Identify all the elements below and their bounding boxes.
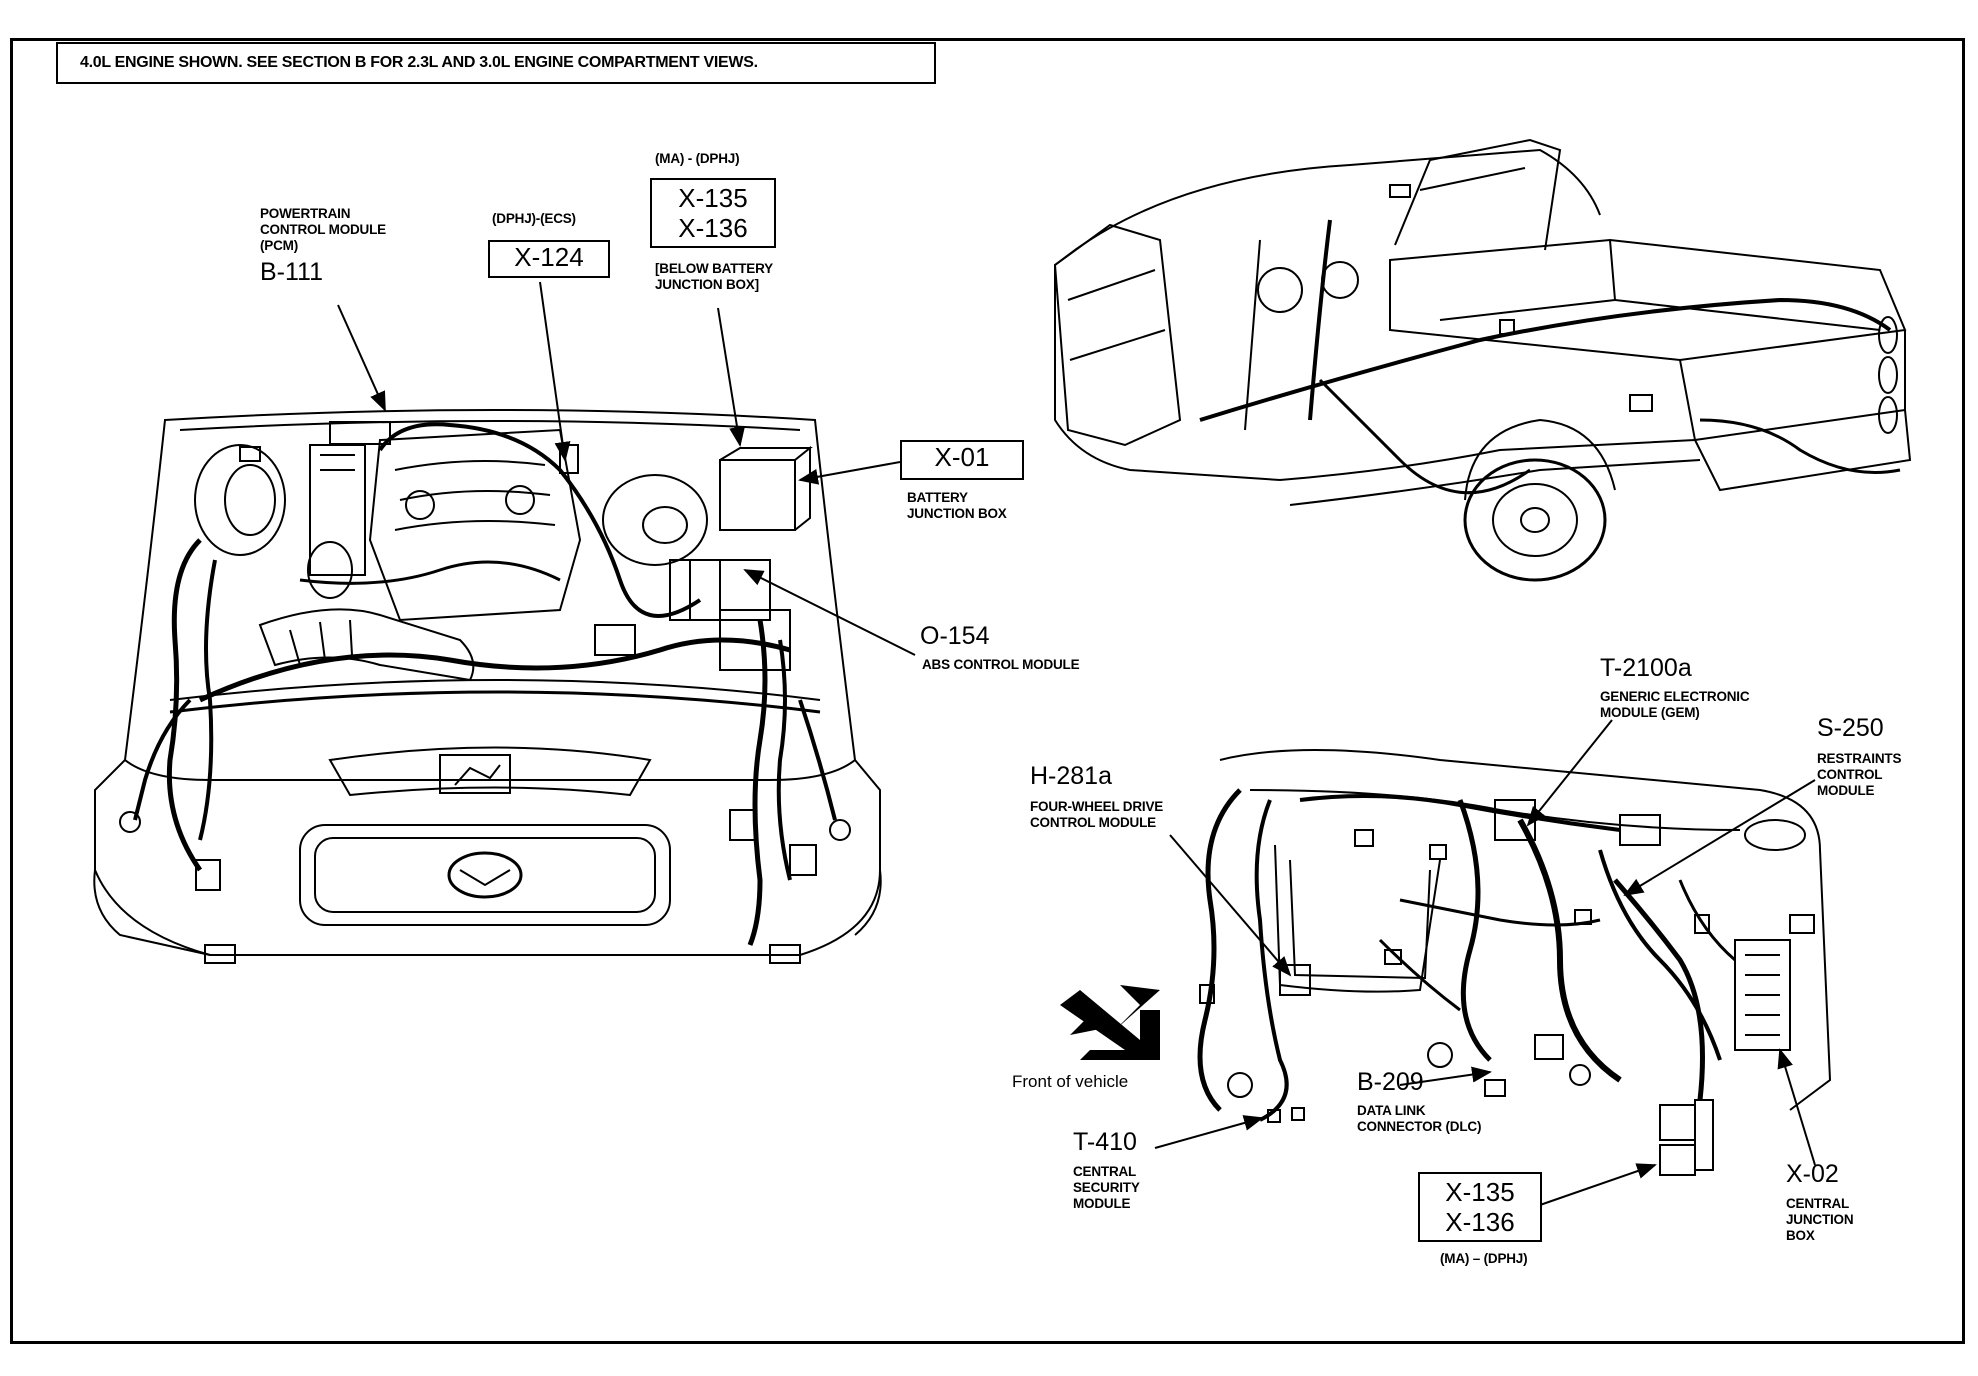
header-note: 4.0L ENGINE SHOWN. SEE SECTION B FOR 2.3… [56,42,936,84]
x135-top-note-line1: [BELOW BATTERY [655,261,773,276]
x01-connector-id: X-01 [934,442,990,472]
front-direction-arrow-head [1060,990,1160,1060]
b209-label-line2: CONNECTOR (DLC) [1357,1119,1482,1134]
front-of-vehicle-label: Front of vehicle [1012,1072,1129,1091]
s250-label-line1: RESTRAINTS [1817,751,1902,766]
x01-label-line1: BATTERY [907,490,968,505]
truck-cutaway-illustration [1053,138,1912,582]
b209-label-line1: DATA LINK [1357,1103,1426,1118]
x136-bottom-connector-id: X-136 [1445,1207,1515,1237]
x02-connector-id: X-02 [1786,1160,1839,1188]
x135-bottom-variant-label: (MA) – (DPHJ) [1440,1251,1528,1266]
x135-bottom-id-box: X-135 X-136 [1418,1172,1542,1242]
o154-label: ABS CONTROL MODULE [922,657,1080,672]
h281a-label-line1: FOUR-WHEEL DRIVE [1030,799,1164,814]
t410-connector-id: T-410 [1073,1128,1137,1156]
engine-compartment-illustration [93,409,882,964]
t2100a-label-line1: GENERIC ELECTRONIC [1600,689,1750,704]
s250-label-line3: MODULE [1817,783,1875,798]
pcm-label-line1: POWERTRAIN [260,206,351,221]
t410-label-line2: SECURITY [1073,1180,1140,1195]
t2100a-connector-id: T-2100a [1600,654,1692,682]
t410-label-line3: MODULE [1073,1196,1131,1211]
x02-label-line1: CENTRAL [1786,1196,1850,1211]
x135-top-id-box: X-135 X-136 [650,178,776,248]
diagram-frame [10,38,1965,1344]
x124-id-box: X-124 [488,240,610,278]
x01-label-line2: JUNCTION BOX [907,506,1007,521]
o154-connector-id: O-154 [920,622,990,650]
x01-id-box: X-01 [900,440,1024,480]
x135-bottom-connector-id: X-135 [1445,1177,1515,1207]
b209-connector-id: B-209 [1357,1068,1424,1096]
pcm-label-line3: (PCM) [260,238,298,253]
x135-top-connector-id: X-135 [678,183,748,213]
t410-label-line1: CENTRAL [1073,1164,1137,1179]
pcm-connector-id: B-111 [260,258,324,286]
t2100a-label-line2: MODULE (GEM) [1600,705,1700,720]
x124-connector-id: X-124 [514,242,584,272]
h281a-label-line2: CONTROL MODULE [1030,815,1156,830]
x124-variant-label: (DPHJ)-(ECS) [492,211,576,226]
x02-label-line3: BOX [1786,1228,1815,1243]
instrument-panel-illustration [1197,749,1832,1176]
x02-label-line2: JUNCTION [1786,1212,1854,1227]
pcm-label-line2: CONTROL MODULE [260,222,386,237]
x136-top-connector-id: X-136 [678,213,748,243]
x135-top-variant-label: (MA) - (DPHJ) [655,151,740,166]
leader-lines [337,281,1816,1206]
s250-connector-id: S-250 [1817,714,1884,742]
x135-top-note-line2: JUNCTION BOX] [655,277,759,292]
s250-label-line2: CONTROL [1817,767,1883,782]
h281a-connector-id: H-281a [1030,762,1112,790]
